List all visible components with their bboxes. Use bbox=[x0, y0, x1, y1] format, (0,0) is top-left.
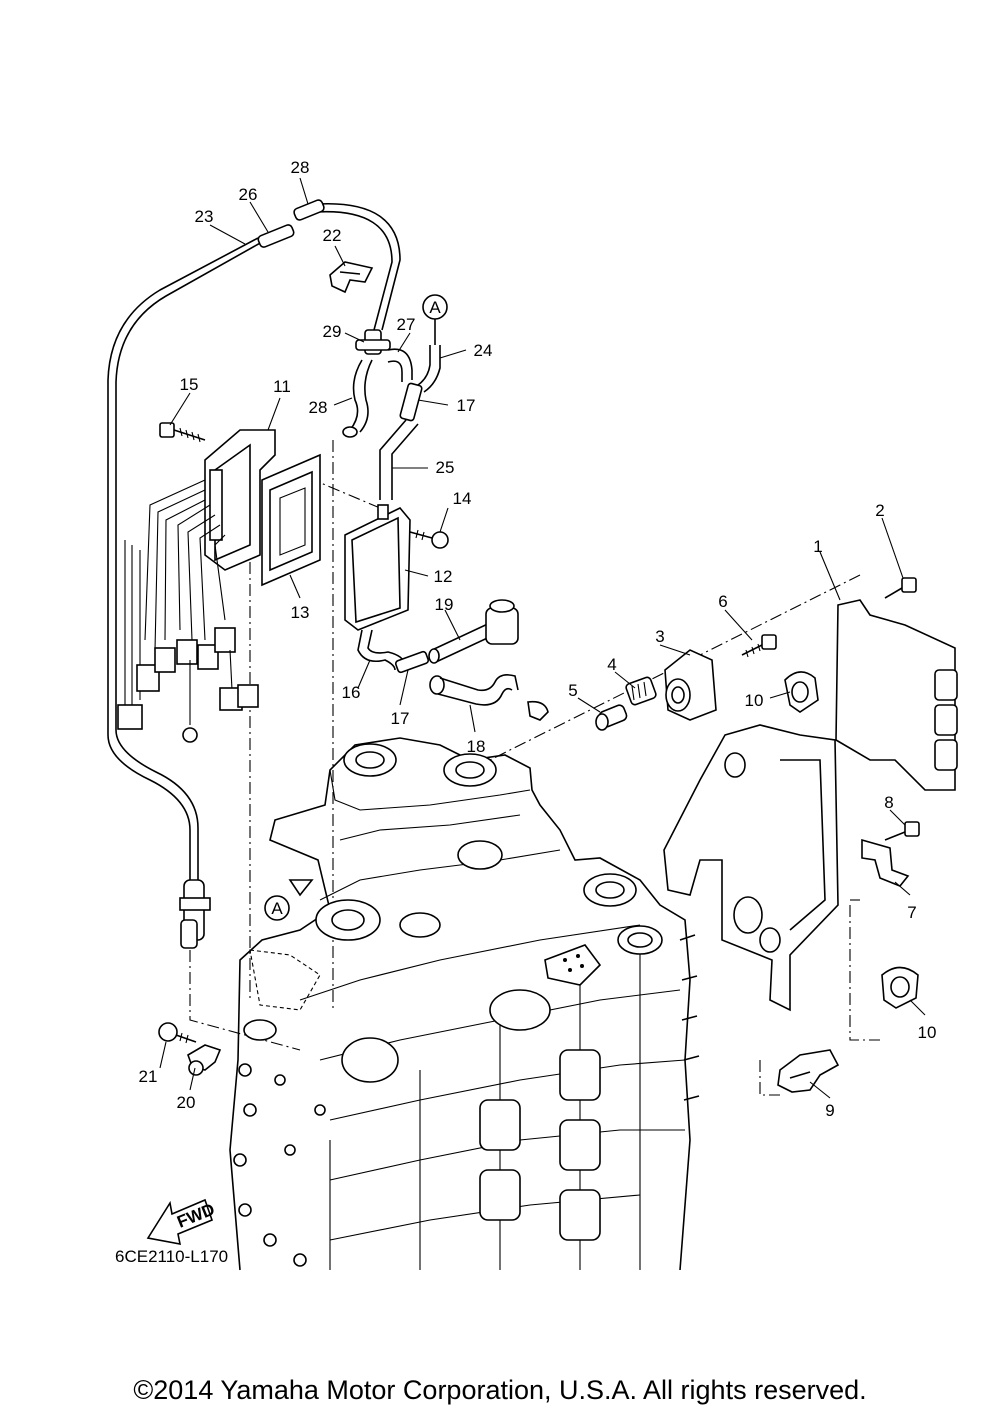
engine-block bbox=[229, 737, 700, 1271]
bolt-8 bbox=[884, 821, 920, 841]
callout-26: 26 bbox=[239, 185, 258, 204]
clip-22 bbox=[329, 261, 374, 294]
clamp-10-lower bbox=[881, 966, 919, 1009]
parts-diagram: A A FWD bbox=[107, 158, 958, 1271]
callout-leaders bbox=[159, 177, 926, 1099]
callout-6: 6 bbox=[718, 592, 727, 611]
callout-14: 14 bbox=[453, 489, 472, 508]
bolt-15 bbox=[159, 422, 206, 443]
callout-29: 29 bbox=[323, 322, 342, 341]
callout-16: 16 bbox=[342, 683, 361, 702]
callout-27: 27 bbox=[397, 315, 416, 334]
connector-26 bbox=[257, 199, 325, 248]
callout-7: 7 bbox=[907, 903, 916, 922]
callout-15: 15 bbox=[180, 375, 199, 394]
bolt-6 bbox=[741, 634, 777, 658]
callout-20: 20 bbox=[177, 1093, 196, 1112]
bolt-14 bbox=[409, 529, 449, 549]
fwd-arrow: FWD bbox=[146, 1198, 217, 1246]
clamp-9 bbox=[777, 1049, 840, 1093]
hose-group-top bbox=[342, 294, 448, 438]
hose-group-lower bbox=[357, 599, 549, 721]
clip-7 bbox=[861, 838, 910, 887]
callout-8: 8 bbox=[884, 793, 893, 812]
hose-loop bbox=[107, 202, 401, 949]
callout-21: 21 bbox=[139, 1067, 158, 1086]
harness-11 bbox=[117, 429, 276, 743]
bracket-3 bbox=[664, 649, 717, 721]
cover-12 bbox=[344, 504, 411, 631]
callout-labels: 1 2 3 4 5 6 7 8 9 10 10 11 12 13 14 15 1… bbox=[139, 158, 937, 1120]
reference-marker-a: A bbox=[264, 879, 314, 921]
callout-4: 4 bbox=[607, 655, 616, 674]
callout-18: 18 bbox=[467, 737, 486, 756]
marker-a-upper: A bbox=[429, 298, 441, 317]
callout-12: 12 bbox=[434, 567, 453, 586]
mounting-plate bbox=[663, 724, 839, 1012]
grommet-4 bbox=[625, 676, 657, 706]
callout-3: 3 bbox=[655, 627, 664, 646]
ecu-1 bbox=[835, 599, 958, 791]
callout-10-lower: 10 bbox=[918, 1023, 937, 1042]
bolt-2 bbox=[884, 577, 917, 599]
callout-17-upper: 17 bbox=[457, 396, 476, 415]
callout-11: 11 bbox=[273, 377, 291, 396]
gasket-13 bbox=[261, 453, 321, 587]
callout-19: 19 bbox=[435, 595, 454, 614]
callout-28-top: 28 bbox=[291, 158, 310, 177]
callout-17-lower: 17 bbox=[391, 709, 410, 728]
diagram-code: 6CE2110-L170 bbox=[115, 1247, 228, 1266]
copyright-notice: ©2014 Yamaha Motor Corporation, U.S.A. A… bbox=[133, 1375, 867, 1405]
callout-23: 23 bbox=[195, 207, 214, 226]
callout-22: 22 bbox=[323, 226, 342, 245]
callout-1: 1 bbox=[813, 537, 822, 556]
bolt-21 bbox=[158, 1022, 197, 1044]
callout-25: 25 bbox=[436, 458, 455, 477]
callout-5: 5 bbox=[568, 681, 577, 700]
callout-28-lower: 28 bbox=[309, 398, 328, 417]
clamp-10-upper bbox=[784, 671, 819, 713]
hose-25 bbox=[379, 382, 423, 500]
callout-24: 24 bbox=[474, 341, 493, 360]
callout-10-upper: 10 bbox=[745, 691, 764, 710]
clamp-20 bbox=[187, 1044, 222, 1076]
sleeve-5 bbox=[595, 704, 628, 731]
callout-9: 9 bbox=[825, 1101, 834, 1120]
marker-a-lower: A bbox=[271, 899, 283, 918]
callout-2: 2 bbox=[875, 501, 884, 520]
callout-13: 13 bbox=[291, 603, 310, 622]
